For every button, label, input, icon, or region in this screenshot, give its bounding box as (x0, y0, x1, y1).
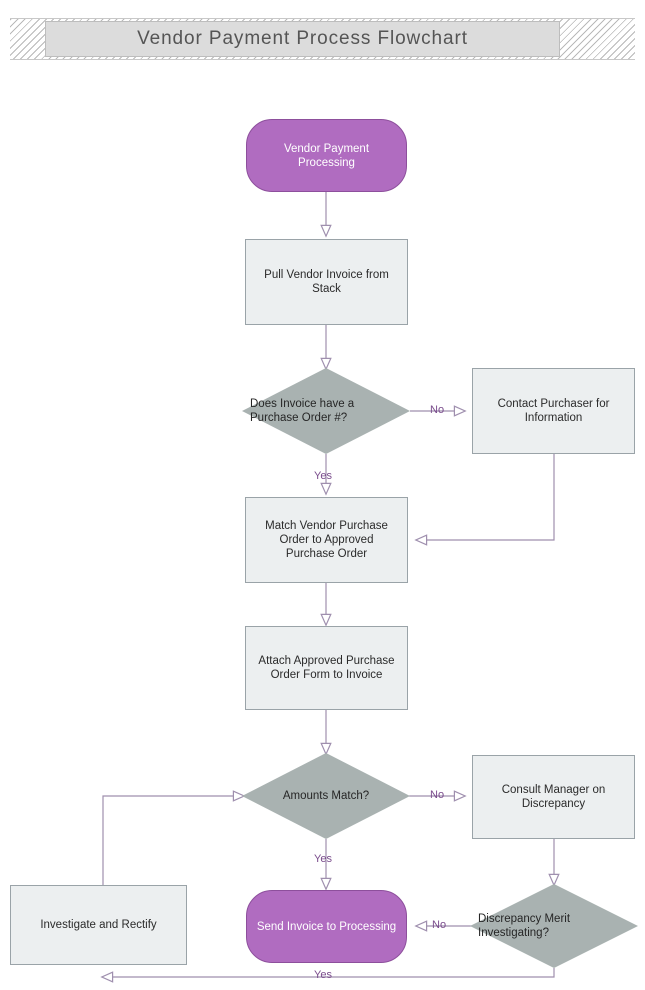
edge-label-has-po-yes: Yes (314, 470, 332, 482)
node-vendor-payment-processing[interactable]: Vendor Payment Processing (246, 119, 407, 192)
node-label: Send Invoice to Processing (256, 920, 397, 933)
edge-label-amounts-no: No (430, 789, 445, 801)
node-label: Investigate and Rectify (40, 919, 157, 931)
edge-label-amounts-yes: Yes (314, 853, 332, 865)
edge-label-has-po-no: No (430, 404, 445, 416)
node-investigate-and-rectify[interactable]: Investigate and Rectify (10, 885, 187, 965)
title-box: Vendor Payment Process Flowchart (45, 21, 560, 57)
node-label: Discrepancy Merit Investigating? (478, 913, 571, 939)
node-label: Pull Vendor Invoice from Stack (264, 269, 389, 295)
node-match-purchase-order[interactable]: Match Vendor Purchase Order to Approved … (245, 497, 408, 583)
node-contact-purchaser[interactable]: Contact Purchaser for Information (472, 368, 635, 454)
node-label: Match Vendor Purchase Order to Approved … (265, 520, 388, 560)
node-label: Contact Purchaser for Information (497, 398, 610, 424)
edge-label-merit-yes: Yes (314, 969, 332, 981)
node-does-invoice-have-po[interactable]: Does Invoice have a Purchase Order #? (242, 368, 410, 454)
node-discrepancy-merit-investigating[interactable]: Discrepancy Merit Investigating? (470, 884, 638, 968)
page-title: Vendor Payment Process Flowchart (137, 28, 468, 49)
node-amounts-match[interactable]: Amounts Match? (242, 753, 410, 839)
node-pull-vendor-invoice[interactable]: Pull Vendor Invoice from Stack (245, 239, 408, 325)
node-label: Consult Manager on Discrepancy (501, 784, 606, 810)
edge-label-merit-no: No (432, 919, 447, 931)
node-attach-approved-po-form[interactable]: Attach Approved Purchase Order Form to I… (245, 626, 408, 710)
node-label: Amounts Match? (282, 790, 370, 802)
node-send-invoice-to-processing[interactable]: Send Invoice to Processing (246, 890, 407, 963)
node-label: Attach Approved Purchase Order Form to I… (258, 655, 395, 681)
node-label: Vendor Payment Processing (283, 142, 370, 169)
node-consult-manager[interactable]: Consult Manager on Discrepancy (472, 755, 635, 839)
node-label: Does Invoice have a Purchase Order #? (250, 398, 355, 424)
